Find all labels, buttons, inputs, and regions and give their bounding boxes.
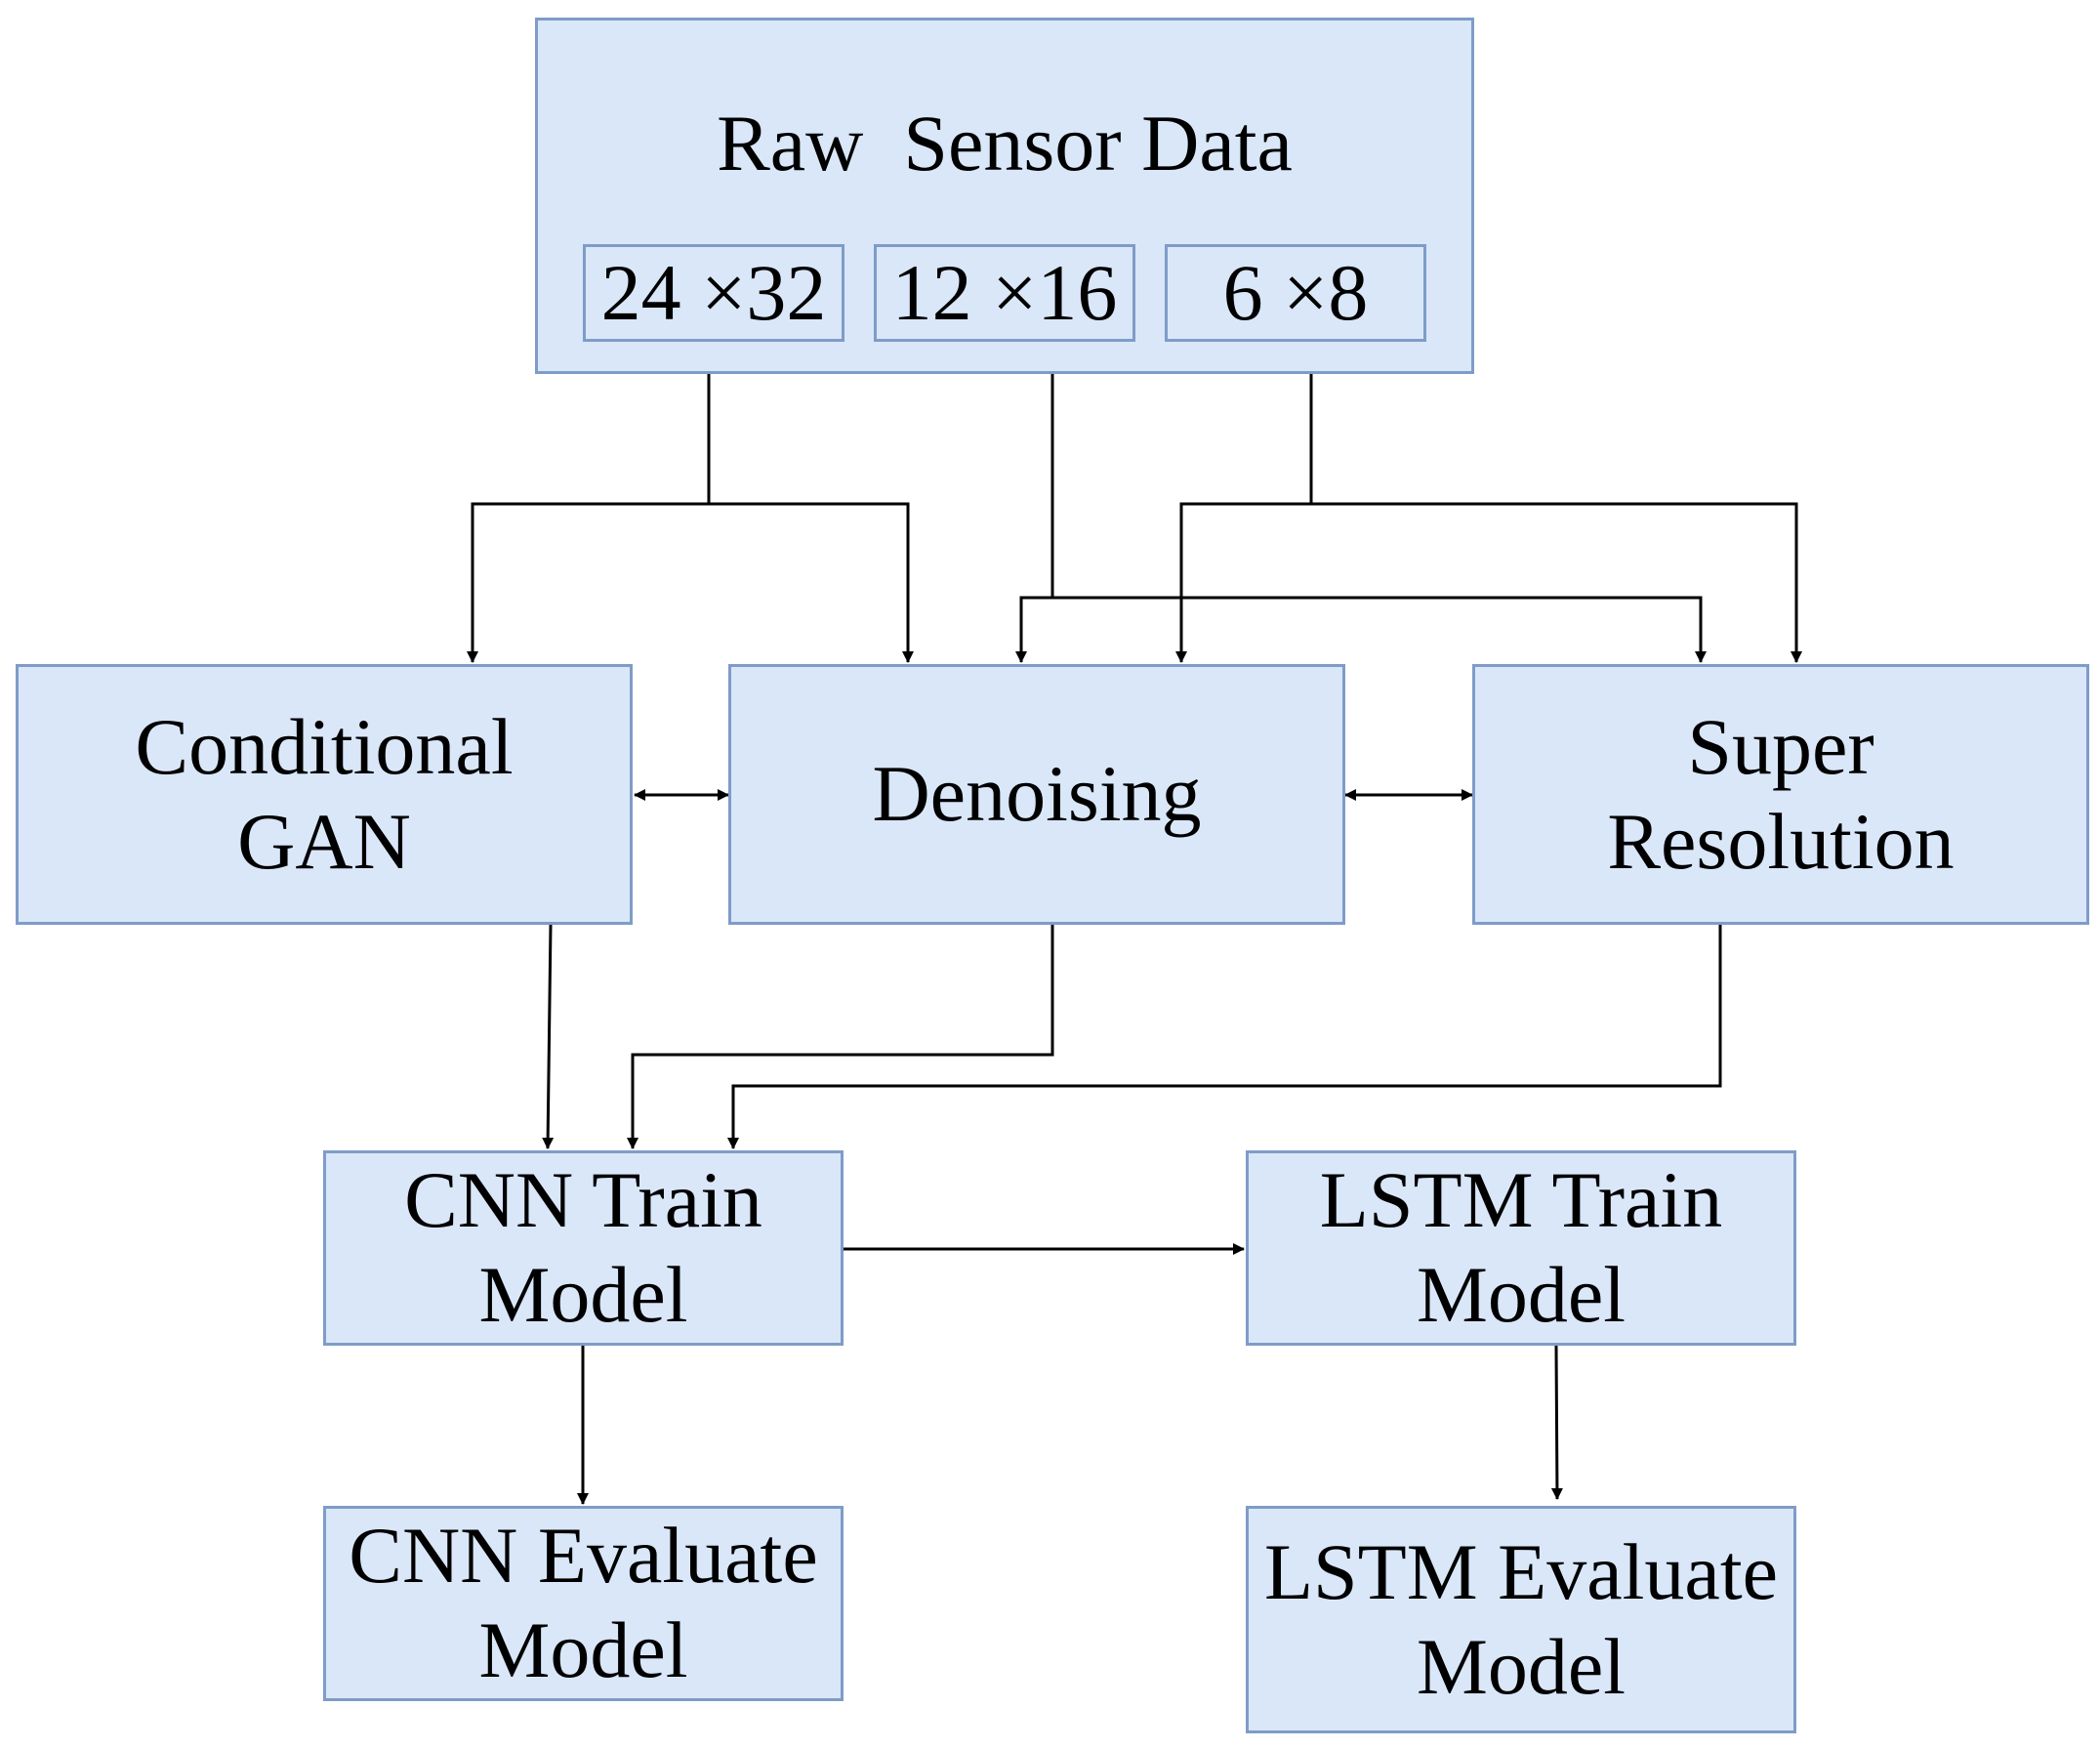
connector-24x32-to-gan [467,340,711,663]
super-resolution-box: Super Resolution [1472,664,2089,925]
connector-super-resolution-to-cnn-train [727,925,1722,1149]
connector-gan-to-cnn-train [542,924,555,1149]
connector-24x32-to-denoising [709,502,914,663]
super-resolution-label-line-2: Resolution [1607,796,1955,886]
connector-lstm-train-to-lstm-evaluate [1550,1345,1563,1500]
lstm-train-label-line-2: Model [1416,1250,1626,1339]
connector-6x8-to-super-resolution [1311,502,1802,663]
cnn-evaluate-model-box: CNN Evaluate Model [323,1506,844,1701]
resolution-6x8-box: 6 ×8 [1165,244,1426,342]
connector-6x8-to-denoising [1175,340,1313,663]
conditional-gan-label-line-2: GAN [237,796,411,886]
resolution-12x16-label: 12 ×16 [891,247,1118,337]
cnn-train-model-box: CNN Train Model [323,1150,844,1346]
conditional-gan-box: Conditional GAN [16,664,633,925]
resolution-6x8-label: 6 ×8 [1222,247,1369,337]
connector-denoising-to-cnn-train [627,925,1054,1149]
resolution-24x32-box: 24 ×32 [583,244,844,342]
resolution-12x16-box: 12 ×16 [874,244,1135,342]
cnn-train-label-line-1: CNN Train [404,1155,762,1245]
lstm-evaluate-model-box: LSTM Evaluate Model [1246,1506,1796,1733]
resolution-24x32-label: 24 ×32 [600,247,827,337]
lstm-train-model-box: LSTM Train Model [1246,1150,1796,1346]
denoising-label: Denoising [872,749,1202,839]
lstm-evaluate-label-line-1: LSTM Evaluate [1263,1526,1779,1616]
lstm-train-label-line-1: LSTM Train [1319,1155,1723,1245]
raw-sensor-data-title: Raw Sensor Data [717,99,1293,187]
cnn-train-label-line-2: Model [478,1250,688,1339]
denoising-box: Denoising [728,664,1345,925]
super-resolution-label-line-1: Super [1687,701,1874,791]
connector-12x16-to-denoising [1015,340,1054,663]
cnn-evaluate-label-line-2: Model [478,1605,688,1694]
connector-12x16-to-super-resolution [1052,596,1707,663]
conditional-gan-label-line-1: Conditional [135,701,514,791]
lstm-evaluate-label-line-2: Model [1416,1621,1626,1711]
cnn-evaluate-label-line-1: CNN Evaluate [349,1511,818,1601]
